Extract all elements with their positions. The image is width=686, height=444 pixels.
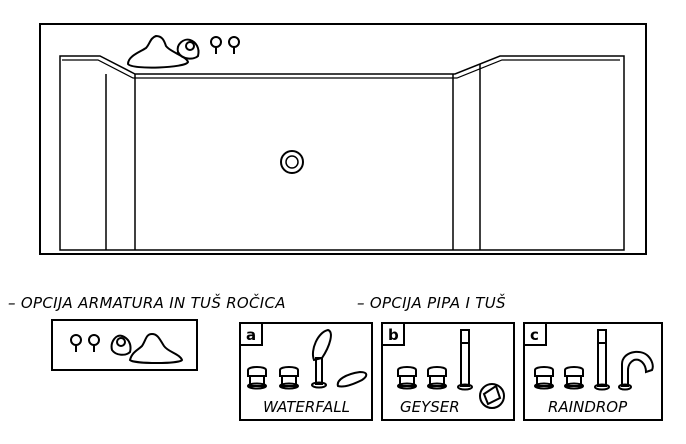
label-option-fittings: – OPCIJA ARMATURA IN TUŠ ROČICA [8,293,286,312]
mixer-icon-4-base [427,382,447,390]
mixer-icon-5 [534,366,554,387]
mixer-icon-5-base [534,382,554,390]
geyser-box-frame [381,322,515,421]
handle-shower-icon-center [185,41,195,51]
geyser-spout-detail [482,384,502,406]
raindrop-name: RAINDROP [548,398,628,416]
bathtub-top-view [39,23,647,255]
mixer-icon-6 [564,366,584,387]
mixer-icon-6-base [564,382,584,390]
hand-shower-icon [312,328,332,362]
mixer-icon-1-base [247,382,267,390]
fittings-box-frame [51,319,198,371]
geyser-spout-icon [479,383,505,409]
geyser-letter: b [388,326,399,344]
raindrop-letter: c [530,326,539,344]
knob-icon-2 [88,334,100,346]
waterfall-letter-box [239,322,263,346]
mixer-icon-1 [247,366,267,387]
geyser-name: GEYSER [400,398,460,416]
waterfall-spout-icon [336,370,368,388]
spout-icon [126,34,190,69]
drain-icon-inner [285,155,299,169]
geyser-letter-box [381,322,405,346]
mixer-icon-4 [427,366,447,387]
raindrop-letter-box [523,322,547,346]
mixer-icon-3 [397,366,417,387]
handle-knob-icon-1 [210,36,222,48]
waterfall-box-frame [239,322,373,421]
handle-knob-icon-2 [228,36,240,48]
waterfall-letter: a [246,326,256,344]
tub-inner-basin [59,55,625,251]
raindrop-spout-icon [621,350,654,387]
knob-icon-1 [70,334,82,346]
rim-faucet-set [126,34,240,69]
hand-shower-tube-icon [460,329,470,387]
hand-shower-tube-base [457,383,473,391]
mixer-icon-2-base [279,382,299,390]
hand-shower-stem [315,357,323,385]
hand-shower-tube-icon-2 [597,329,607,387]
waterfall-name: WATERFALL [263,398,350,416]
mixer-icon-2 [279,366,299,387]
option-box-geyser [381,322,515,421]
drain-icon-outer [280,150,304,174]
tub-inner-edge [62,59,620,79]
label-option-pipe: – OPCIJA PIPA I TUŠ [357,293,506,312]
spout-icon-small [128,332,184,364]
raindrop-spout-base [618,383,632,391]
raindrop-box-frame [523,322,663,421]
option-box-waterfall [239,322,373,421]
hand-shower-tube-base-2 [594,383,610,391]
mixer-icon-3-base [397,382,417,390]
tub-outer-rim [39,23,647,255]
option-box-raindrop [523,322,663,421]
shower-holder-icon-center [116,337,126,347]
hand-shower-base [311,381,327,389]
fittings-option-box [51,319,198,371]
